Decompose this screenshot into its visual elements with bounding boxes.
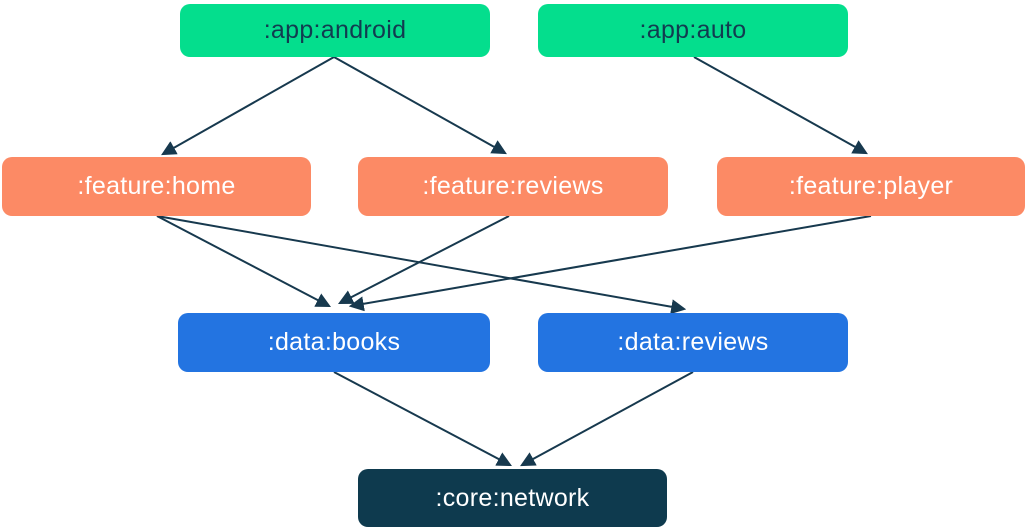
node-feature-home-label: :feature:home	[77, 172, 236, 200]
node-core-network: :core:network	[358, 469, 667, 527]
node-data-reviews-label: :data:reviews	[617, 328, 769, 356]
node-core-network-label: :core:network	[435, 483, 590, 512]
edge-data-books-to-core-network	[333, 371, 512, 467]
node-feature-home: :feature:home	[2, 157, 311, 216]
edge-feature-home-to-data-reviews	[156, 215, 687, 315]
edge-app-android-to-feature-reviews	[333, 56, 507, 155]
node-feature-player-label: :feature:player	[788, 172, 954, 200]
node-feature-reviews: :feature:reviews	[358, 157, 668, 216]
node-app-android: :app:android	[180, 4, 490, 57]
node-data-reviews: :data:reviews	[538, 313, 848, 372]
edge-feature-reviews-to-data-books	[337, 215, 510, 305]
edge-app-auto-to-feature-player	[693, 56, 868, 155]
node-app-android-label: :app:android	[263, 16, 407, 44]
node-feature-player: :feature:player	[717, 157, 1025, 216]
edge-feature-player-to-data-books	[348, 215, 872, 312]
node-app-auto: :app:auto	[538, 4, 848, 57]
edge-app-android-to-feature-home	[161, 56, 335, 156]
node-data-books: :data:books	[178, 313, 490, 372]
node-data-books-label: :data:books	[267, 328, 401, 356]
edge-feature-home-to-data-books	[156, 215, 331, 308]
edge-data-reviews-to-core-network	[520, 371, 694, 467]
node-app-auto-label: :app:auto	[639, 16, 747, 44]
node-feature-reviews-label: :feature:reviews	[422, 172, 604, 200]
